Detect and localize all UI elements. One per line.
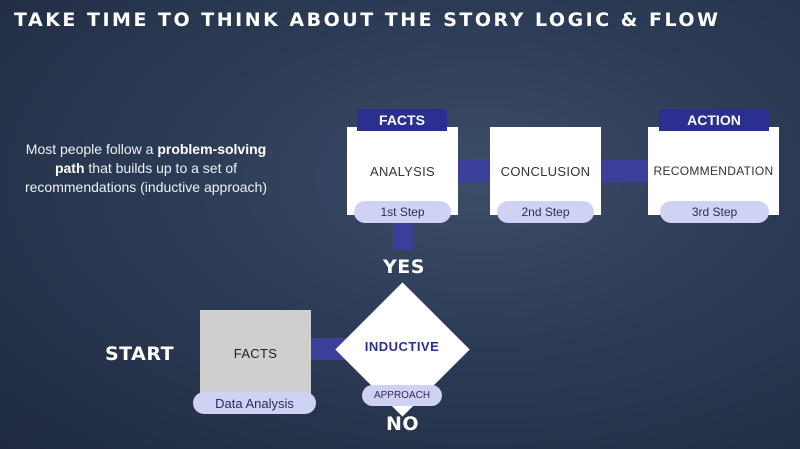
step-box-label: RECOMMENDATION [653, 164, 774, 178]
no-label: NO [386, 413, 420, 435]
decision-label: INDUCTIVE [364, 339, 440, 354]
step-box-conclusion: CONCLUSION [490, 127, 601, 215]
step-tab-action: ACTION [659, 109, 769, 131]
intro-pre: Most people follow a [25, 141, 158, 157]
data-analysis-pill: Data Analysis [193, 392, 316, 414]
connector-step1-step2 [458, 160, 492, 182]
facts-box-label: FACTS [233, 345, 278, 361]
facts-box: FACTS [200, 310, 311, 396]
slide-title: TAKE TIME TO THINK ABOUT THE STORY LOGIC… [14, 9, 721, 31]
step-box-label: ANALYSIS [369, 163, 436, 179]
step-box-label: CONCLUSION [500, 163, 591, 179]
connector-step1-yes [393, 220, 413, 250]
step-pill-2: 2nd Step [497, 201, 594, 223]
step-tab-facts: FACTS [357, 109, 447, 131]
approach-pill: APPROACH [362, 385, 442, 406]
intro-post: that builds up to a set of recommendatio… [24, 160, 267, 195]
step-box-recommendation: RECOMMENDATION [648, 127, 779, 215]
connector-step2-step3 [600, 160, 650, 182]
step-box-analysis: ANALYSIS [347, 127, 458, 215]
start-label: START [105, 343, 175, 365]
yes-label: YES [383, 256, 425, 278]
intro-text: Most people follow a problem-solving pat… [12, 140, 280, 197]
step-pill-3: 3rd Step [660, 201, 769, 223]
step-pill-1: 1st Step [354, 201, 451, 223]
connector-facts-decision [309, 338, 349, 360]
intro-bold: problem-solving path [54, 141, 267, 176]
